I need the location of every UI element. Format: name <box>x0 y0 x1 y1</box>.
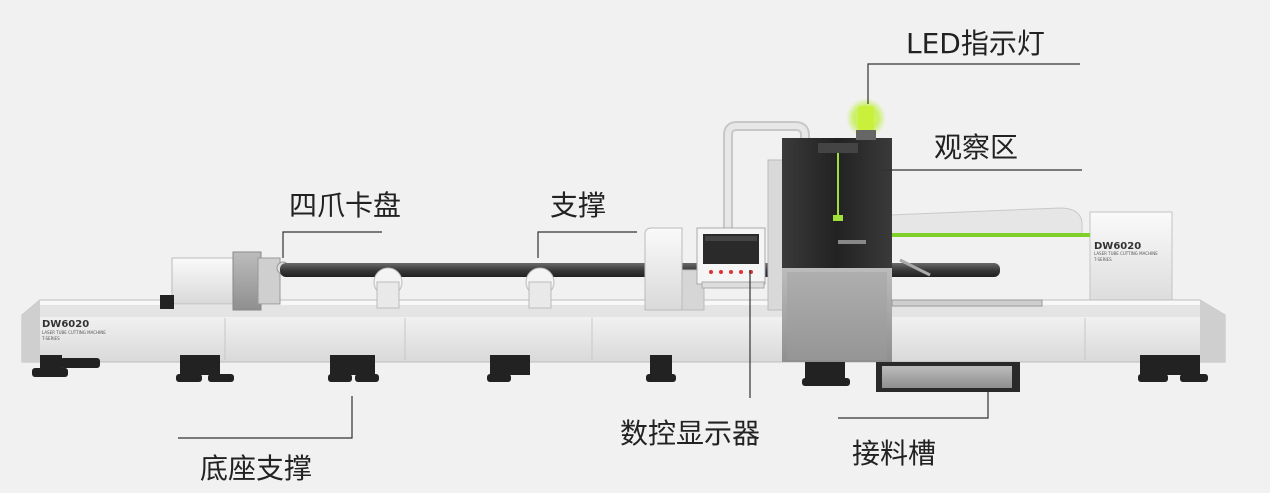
cnc-monitor <box>696 227 766 289</box>
chuck-housing <box>160 251 290 311</box>
unloading-section <box>891 258 1043 307</box>
callout-collection-trough: 接料槽 <box>852 437 937 470</box>
leader-base <box>178 396 353 439</box>
collection-trough <box>876 362 1020 392</box>
bed-base <box>21 299 1226 363</box>
callout-led-indicator: LED指示灯 <box>906 27 1045 60</box>
leader-trough <box>838 392 989 419</box>
callout-viewing-area: 观察区 <box>934 131 1019 164</box>
bed-marking-right: DW6020 LASER TUBE CUTTING MACHINE T-SERI… <box>1093 241 1158 262</box>
line1-right: LASER TUBE CUTTING MACHINE <box>1094 251 1158 256</box>
line2-left: T-SERIES <box>41 336 60 341</box>
model-label-left: DW6020 <box>42 319 89 330</box>
line2-right: T-SERIES <box>1093 257 1112 262</box>
leader-led <box>867 63 1080 104</box>
rear-frame <box>889 207 1173 313</box>
led-indicator <box>846 98 886 140</box>
leader-support <box>537 231 637 258</box>
leader-lines <box>178 63 1082 439</box>
callout-support: 支撑 <box>550 189 607 222</box>
callout-four-jaw-chuck: 四爪卡盘 <box>289 189 402 222</box>
line1-left: LASER TUBE CUTTING MACHINE <box>42 330 106 335</box>
callout-base-support: 底座支撑 <box>200 452 313 485</box>
leader-chuck <box>282 231 382 258</box>
callout-cnc-display: 数控显示器 <box>620 417 761 450</box>
bed-marking-left: DW6020 LASER TUBE CUTTING MACHINE T-SERI… <box>41 319 106 341</box>
tube-supports <box>373 267 555 309</box>
model-label-right: DW6020 <box>1094 241 1141 252</box>
cutting-cabinet <box>767 138 892 362</box>
